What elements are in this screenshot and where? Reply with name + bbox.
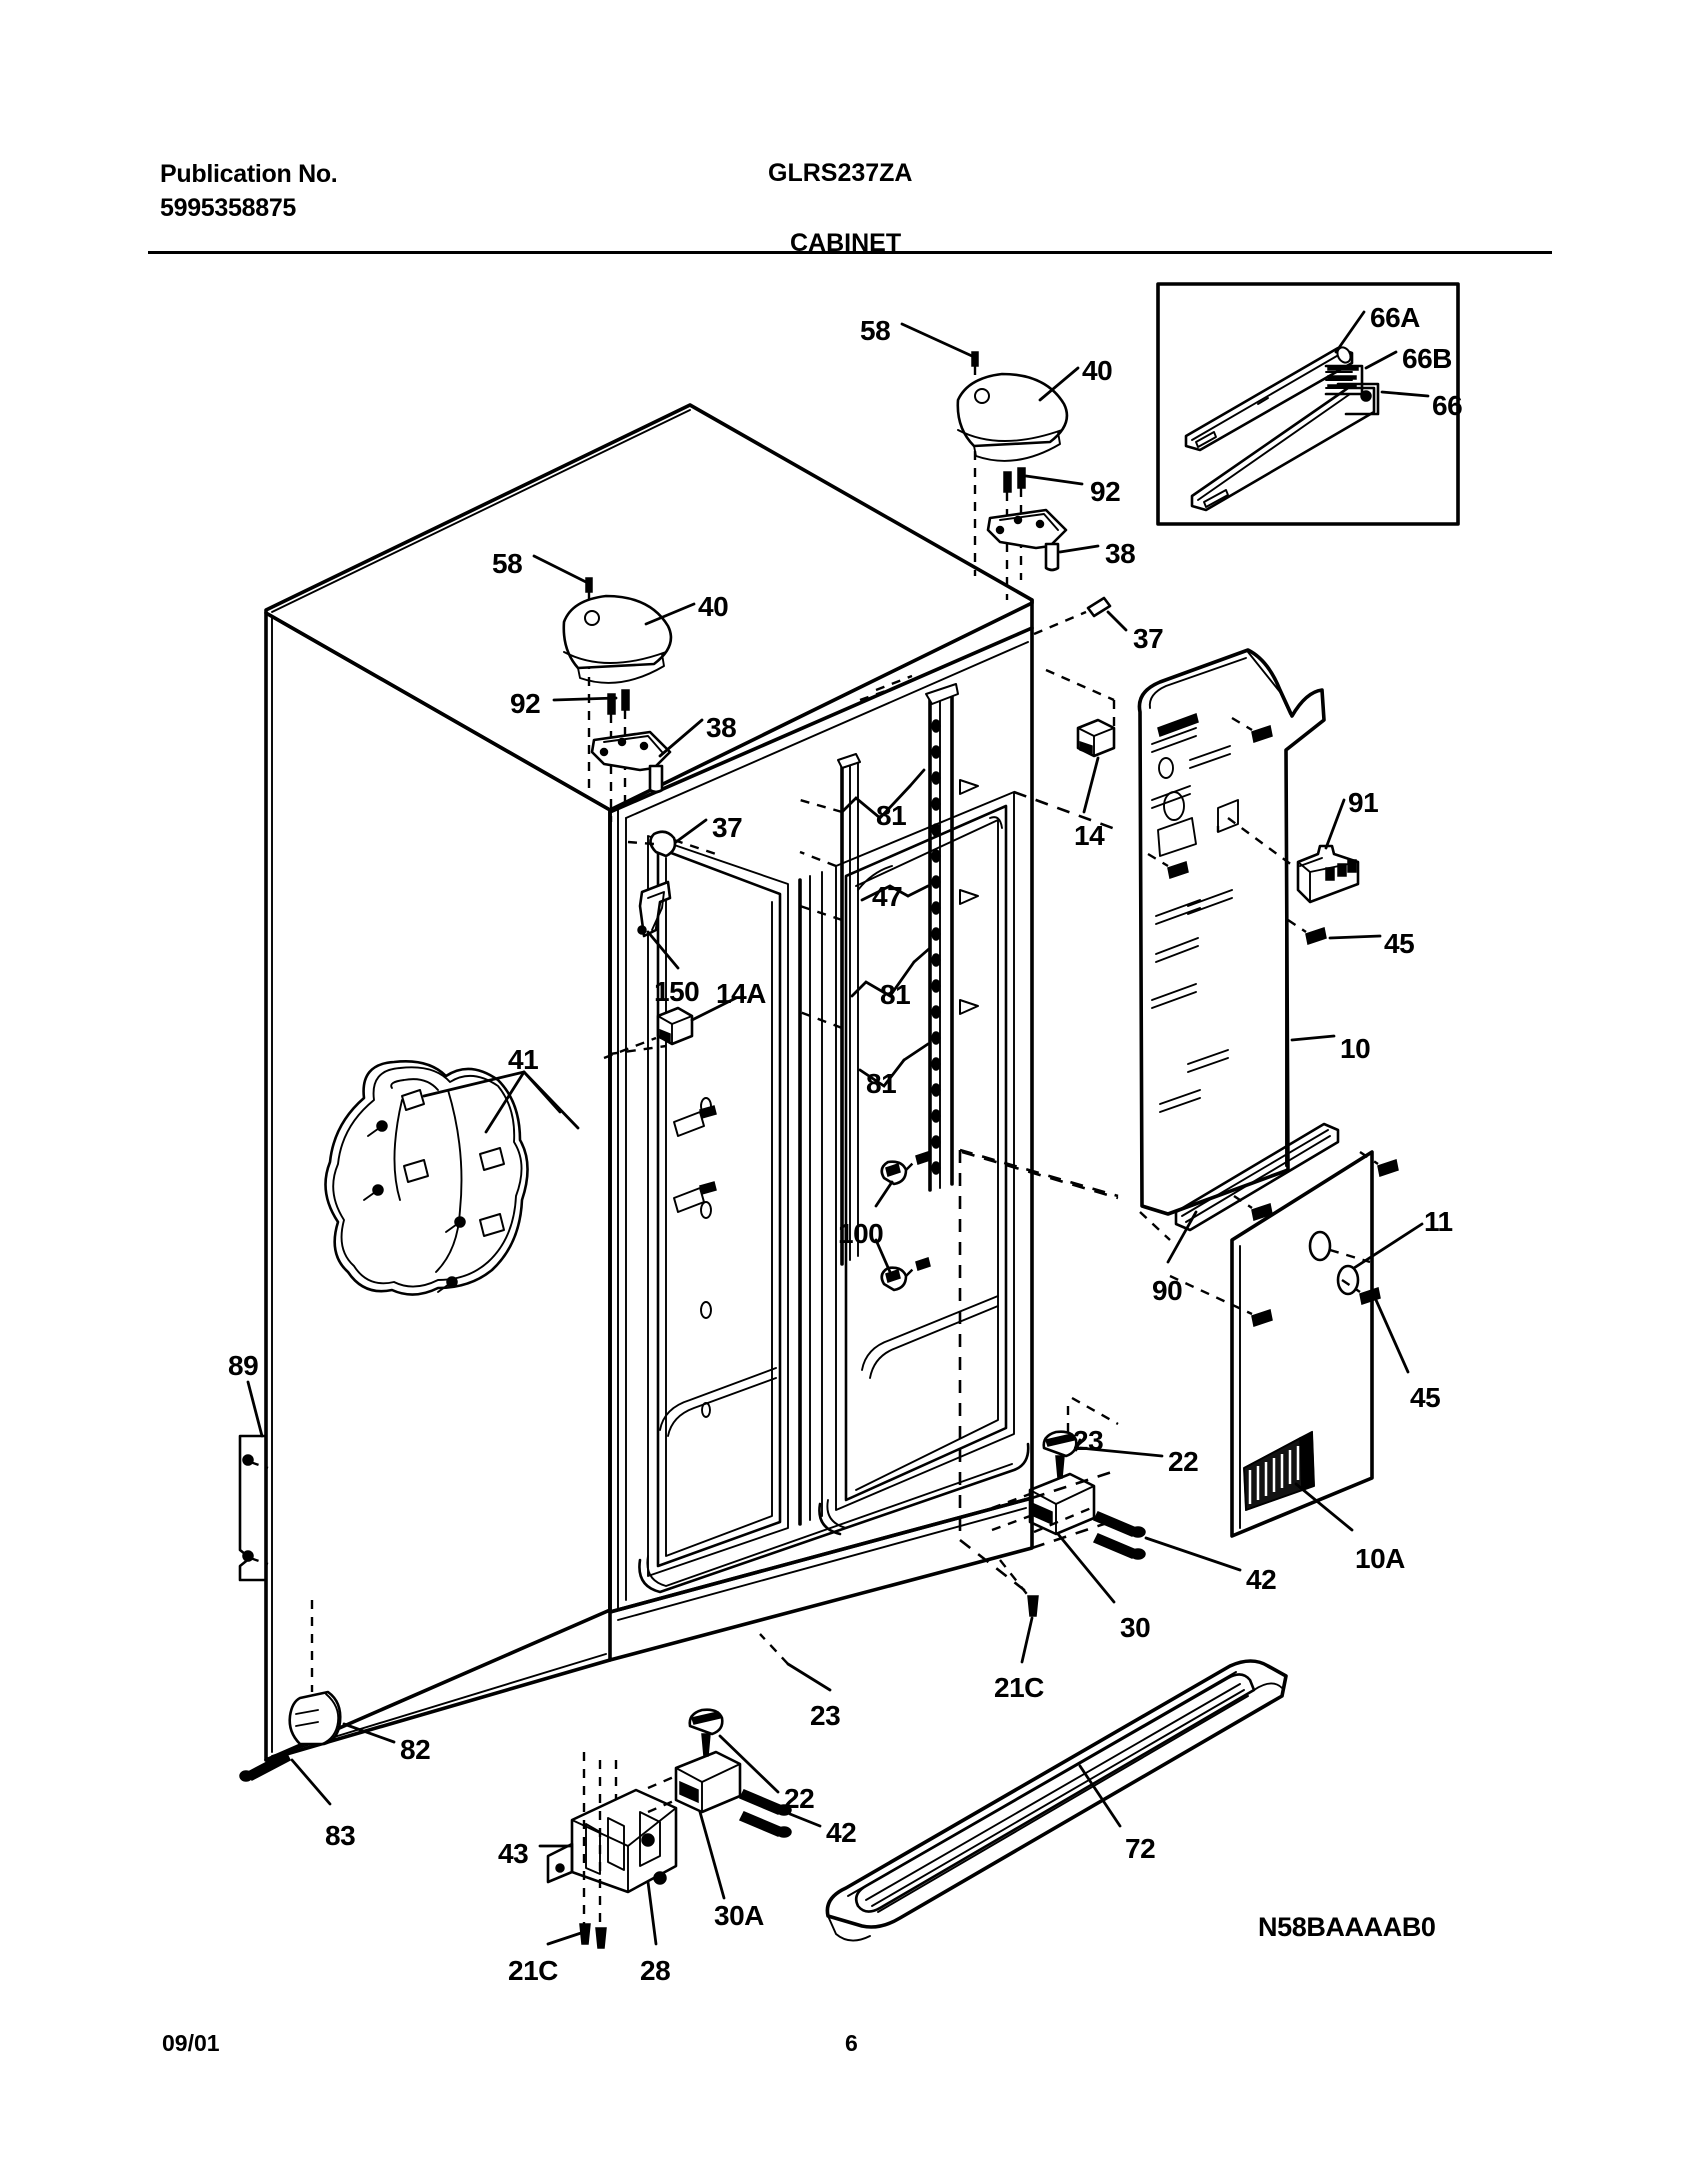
callout-10: 10 [1340, 1033, 1371, 1064]
callout-47: 47 [872, 881, 903, 912]
callout-45: 45 [1384, 928, 1415, 959]
shelf-support-strips [799, 674, 979, 1266]
callout-40: 40 [1082, 355, 1113, 386]
bottom-right-hinge-30 [759, 1396, 1242, 1692]
clip-14 [1045, 668, 1116, 814]
callout-72: 72 [1125, 1833, 1156, 1864]
callout-81: 81 [866, 1068, 897, 1099]
callout-45: 45 [1410, 1382, 1441, 1413]
callout-21c: 21C [994, 1672, 1044, 1703]
callout-38: 38 [1105, 538, 1136, 569]
callout-10a: 10A [1355, 1543, 1405, 1574]
roller-82-and-pin-83 [239, 1600, 396, 1806]
callout-150: 150 [654, 976, 700, 1007]
callout-90: 90 [1152, 1275, 1183, 1306]
callout-66: 66 [1432, 390, 1463, 421]
callout-81: 81 [880, 979, 911, 1010]
callout-37: 37 [712, 812, 743, 843]
callout-40: 40 [698, 591, 729, 622]
callout-23: 23 [1073, 1425, 1104, 1456]
callout-100: 100 [838, 1218, 884, 1249]
top-left-hinge-assembly [532, 554, 723, 858]
callout-91: 91 [1348, 787, 1379, 818]
callout-30a: 30A [714, 1900, 764, 1931]
callout-42: 42 [826, 1817, 857, 1848]
callout-23: 23 [810, 1700, 841, 1731]
left-rear-bracket-89 [238, 1380, 269, 1582]
model-number: GLRS237ZA [768, 159, 913, 187]
callout-81: 81 [876, 800, 907, 831]
lower-back-panel-10a [1166, 1122, 1424, 1538]
callout-14a: 14A [716, 978, 766, 1009]
header-divider [148, 251, 1552, 254]
rail-66a [1184, 346, 1354, 452]
footer-page-number: 6 [845, 2030, 858, 2056]
callout-37: 37 [1133, 623, 1164, 654]
assembly-dashed-guides [614, 600, 1119, 1800]
callout-82: 82 [400, 1734, 431, 1765]
callout-89: 89 [228, 1350, 259, 1381]
callout-42: 42 [1246, 1564, 1277, 1595]
publication-number-value: 5995358875 [160, 194, 297, 222]
callout-14: 14 [1074, 820, 1105, 851]
gasket-plug-set-41 [324, 1044, 717, 1296]
pins-21c-middle [959, 1538, 1039, 1664]
callout-66a: 66A [1370, 302, 1420, 333]
callout-38: 38 [706, 712, 737, 743]
callout-28: 28 [640, 1955, 671, 1986]
clip-66b [1324, 364, 1364, 396]
cabinet-body [264, 403, 1119, 1762]
rail-66 [1190, 382, 1380, 512]
callout-41: 41 [508, 1044, 539, 1075]
bracket-150-and-clip-14a [603, 880, 738, 1060]
callout-66b: 66B [1402, 343, 1452, 374]
rear-duct-cover-10 [1137, 648, 1382, 1241]
diagram-code: N58BAAAAB0 [1258, 1912, 1436, 1942]
publication-number-label: Publication No. [160, 160, 338, 188]
base-grille-72 [825, 1659, 1288, 1942]
callout-58: 58 [492, 548, 523, 579]
callout-43: 43 [498, 1838, 529, 1869]
callout-58: 58 [860, 315, 891, 346]
vent-louvers-10a [1243, 1430, 1315, 1512]
callout-92: 92 [510, 688, 541, 719]
footer-date: 09/01 [162, 2030, 220, 2056]
leveling-leg-assembly-43 [538, 1752, 678, 1949]
callout-22: 22 [784, 1783, 815, 1814]
callout-83: 83 [325, 1820, 356, 1851]
callout-11: 11 [1424, 1206, 1453, 1237]
callout-92: 92 [1090, 476, 1121, 507]
callout-22: 22 [1168, 1446, 1199, 1477]
fasteners-100 [874, 1151, 931, 1292]
callout-21c: 21C [508, 1955, 558, 1986]
callout-30: 30 [1120, 1612, 1151, 1643]
